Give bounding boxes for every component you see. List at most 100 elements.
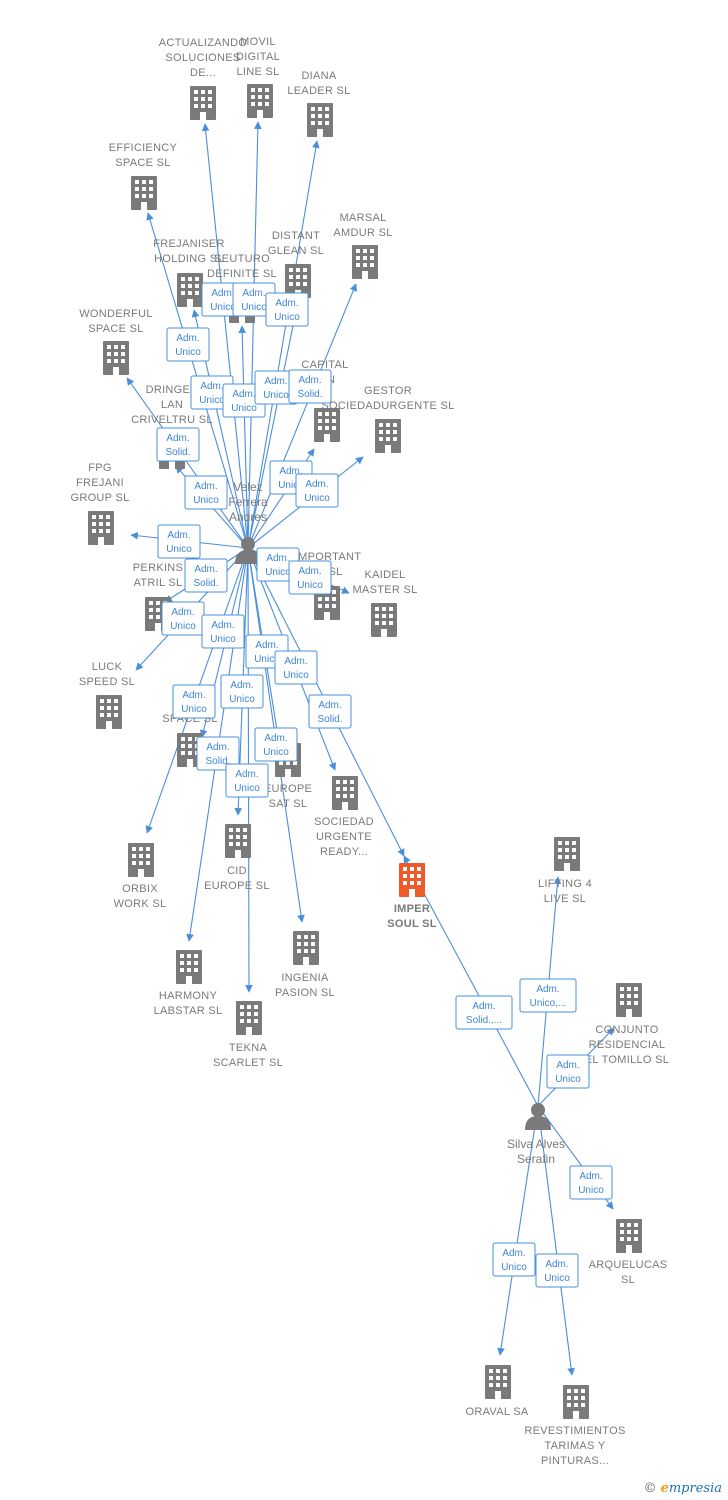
role-badge[interactable]: Adm.Unico,... <box>519 978 577 1013</box>
building-icon[interactable] <box>88 511 114 545</box>
building-icon[interactable] <box>128 843 154 877</box>
building-icon[interactable] <box>399 863 425 897</box>
company-label[interactable]: SPACE SL <box>115 157 170 169</box>
company-label[interactable]: EUROPE SL <box>204 880 270 892</box>
company-label[interactable]: MOVIL <box>240 36 276 48</box>
role-badge[interactable]: Adm.Unico <box>295 473 339 508</box>
company-node-wonderful[interactable]: WONDERFUL SPACE SL <box>79 308 153 375</box>
company-label[interactable]: HARMONY <box>159 990 218 1002</box>
company-label[interactable]: TEKNA <box>229 1042 268 1054</box>
company-label[interactable]: SOLUCIONES <box>165 52 240 64</box>
role-badge[interactable]: Adm.Unico <box>201 614 245 649</box>
person-icon[interactable] <box>525 1103 551 1130</box>
building-icon[interactable] <box>247 84 273 118</box>
company-label[interactable]: HOLDING SL <box>154 253 224 265</box>
role-badge[interactable]: Adm.Unico <box>535 1253 579 1288</box>
company-node-revestimientos[interactable]: REVESTIMIENTOS TARIMAS Y PINTURAS... <box>524 1385 625 1467</box>
company-label[interactable]: SAT SL <box>269 798 308 810</box>
company-label[interactable]: SPACE SL <box>88 323 143 335</box>
company-label[interactable]: MARSAL <box>339 212 386 224</box>
building-icon[interactable] <box>190 86 216 120</box>
company-node-luck[interactable]: LUCK SPEED SL <box>79 661 135 729</box>
company-node-frejaniser[interactable]: FREJANISER HOLDING SL <box>153 238 224 307</box>
company-label[interactable]: GESTOR <box>364 385 412 397</box>
role-badge[interactable]: Adm.Unico <box>161 601 205 636</box>
company-label[interactable]: TARIMAS Y <box>545 1440 606 1452</box>
company-node-oraval[interactable]: ORAVAL SA <box>465 1365 529 1418</box>
role-badge[interactable]: Adm.Unico <box>492 1242 536 1277</box>
company-label[interactable]: PERKINS <box>133 562 183 574</box>
building-icon[interactable] <box>352 245 378 279</box>
building-icon[interactable] <box>563 1385 589 1419</box>
building-icon[interactable] <box>371 603 397 637</box>
role-badge[interactable]: Adm.Solid. <box>288 369 332 404</box>
company-label[interactable]: SOCIEDAD <box>314 816 374 828</box>
role-badge[interactable]: Adm.Unico <box>569 1165 613 1200</box>
company-label[interactable]: AMDUR SL <box>333 227 392 239</box>
company-label[interactable]: FREJANISER <box>153 238 224 250</box>
building-icon[interactable] <box>616 1219 642 1253</box>
company-label[interactable]: DRINGER <box>146 384 199 396</box>
company-label[interactable]: LUCK <box>92 661 123 673</box>
company-label[interactable]: IMPORTANT <box>295 551 361 563</box>
company-node-gestor[interactable]: GESTOR SOCIEDADURGENTE SL <box>321 385 454 453</box>
person-label[interactable]: Andres <box>229 510 267 524</box>
company-label[interactable]: INGENIA <box>281 972 329 984</box>
company-label[interactable]: LAN <box>161 399 183 411</box>
company-label[interactable]: KAIDEL <box>365 569 406 581</box>
company-label[interactable]: READY... <box>320 846 368 858</box>
building-icon[interactable] <box>96 695 122 729</box>
company-node-kaidel[interactable]: KAIDEL MASTER SL <box>352 569 417 637</box>
role-badge[interactable]: Adm.Unico <box>220 674 264 709</box>
company-label[interactable]: SPEED SL <box>79 676 135 688</box>
company-label[interactable]: DEFINITE SL <box>207 268 277 280</box>
company-label[interactable]: WONDERFUL <box>79 308 153 320</box>
building-icon[interactable] <box>236 1001 262 1035</box>
company-label[interactable]: FREJANI <box>76 477 124 489</box>
role-badge[interactable]: Adm.Unico <box>172 684 216 719</box>
role-badge[interactable]: Adm.Unico <box>225 763 269 798</box>
company-label[interactable]: DIGITAL <box>236 51 280 63</box>
company-label[interactable]: REVESTIMIENTOS <box>524 1425 625 1437</box>
role-badge[interactable]: Adm.Solid. <box>308 694 352 729</box>
company-label[interactable]: SL <box>621 1274 635 1286</box>
company-node-ingenia[interactable]: INGENIA PASION SL <box>275 931 335 999</box>
company-node-marsal[interactable]: MARSAL AMDUR SL <box>333 212 392 279</box>
person-label[interactable]: Silva Alves <box>507 1137 565 1151</box>
company-label[interactable]: SOCIEDADURGENTE SL <box>321 400 454 412</box>
company-label[interactable]: IMPER <box>394 903 430 915</box>
role-badge[interactable]: Adm.Solid. <box>156 427 200 462</box>
company-label[interactable]: ORBIX <box>122 883 158 895</box>
company-label[interactable]: RESIDENCIAL <box>589 1039 666 1051</box>
company-label[interactable]: PASION SL <box>275 987 335 999</box>
company-label[interactable]: ACTUALIZANDO <box>159 37 248 49</box>
company-label[interactable]: LABSTAR SL <box>154 1005 223 1017</box>
company-label[interactable]: EL TOMILLO SL <box>585 1054 669 1066</box>
company-label[interactable]: PINTURAS... <box>541 1455 609 1467</box>
company-label[interactable]: URGENTE <box>316 831 372 843</box>
building-icon[interactable] <box>332 776 358 810</box>
company-label[interactable]: DE... <box>190 67 216 79</box>
role-badge[interactable]: Adm.Unico <box>265 292 309 327</box>
role-badge[interactable]: Adm.Unico <box>166 327 210 362</box>
building-icon[interactable] <box>314 408 340 442</box>
role-badge[interactable]: Adm.Unico <box>546 1054 590 1089</box>
company-label[interactable]: GLEAN SL <box>268 245 324 257</box>
company-label[interactable]: MASTER SL <box>352 584 417 596</box>
company-label[interactable]: CAPITAL <box>301 359 348 371</box>
role-badge[interactable]: Adm.Unico <box>254 370 298 405</box>
company-label[interactable]: SEUTURO <box>214 253 270 265</box>
person-label[interactable]: Serafin <box>517 1152 555 1166</box>
building-icon[interactable] <box>131 176 157 210</box>
